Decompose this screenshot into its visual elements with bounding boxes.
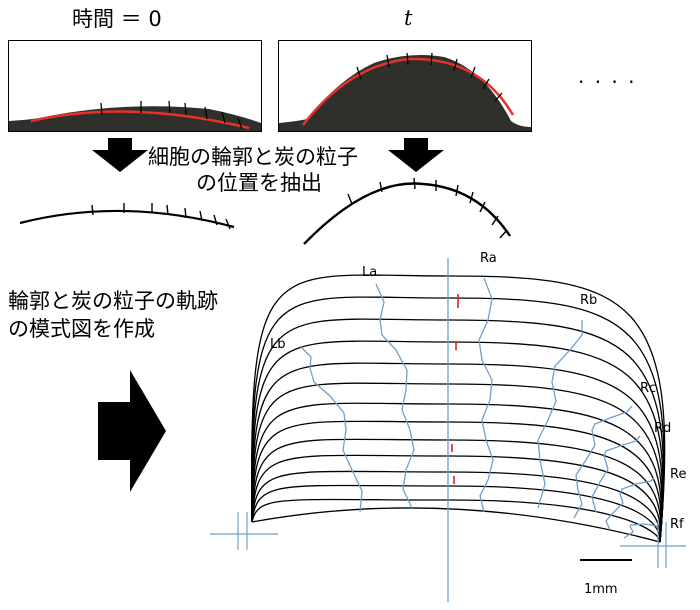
extracted-contour-time-zero <box>19 203 235 230</box>
trajectory-label: La <box>362 265 377 280</box>
photo-time-zero <box>8 40 262 132</box>
contour-line <box>251 296 665 543</box>
particle-trajectory <box>623 523 659 539</box>
photo-time-t <box>278 40 532 132</box>
contour-line <box>251 402 663 543</box>
particle-marks <box>356 52 503 102</box>
contour-line <box>251 484 661 543</box>
particle-trajectory <box>537 320 583 509</box>
tissue-dome <box>279 55 531 131</box>
particle-trajectories <box>299 277 659 539</box>
particle-trajectory <box>478 277 494 513</box>
contour-line <box>251 340 664 543</box>
contour-line <box>251 454 662 543</box>
ellipsis-text: · · · · <box>578 70 637 94</box>
contour-line <box>250 274 666 543</box>
contour-line-initial <box>251 507 661 543</box>
extract-caption-line2: の位置を抽出 <box>196 171 322 195</box>
tissue-blob <box>9 106 261 131</box>
trajectory-label: Rc <box>640 381 656 396</box>
scale-bar-label: 1mm <box>584 582 618 597</box>
contour-lines <box>250 274 666 543</box>
scale-bar: 1mm <box>580 559 632 597</box>
down-arrow-left <box>92 138 148 172</box>
right-arrow-large <box>98 370 166 492</box>
particle-trajectory <box>573 405 633 519</box>
cell-contour-red <box>302 57 515 126</box>
extract-caption-line1: 細胞の輪郭と炭の粒子 <box>148 144 358 170</box>
particle-trajectory <box>591 435 641 513</box>
photo-time-zero-drawing <box>9 100 261 131</box>
trajectory-label: Ra <box>480 251 497 266</box>
particle-trajectory <box>299 345 363 513</box>
contour-line <box>251 420 662 543</box>
time-t-label: t <box>404 6 413 30</box>
trajectory-label: Rf <box>670 517 684 532</box>
contour-line <box>251 498 661 543</box>
contour-line <box>251 470 661 543</box>
contour-line <box>251 362 664 543</box>
photo-time-t-drawing <box>279 52 531 131</box>
trajectory-label: Re <box>670 467 686 482</box>
particle-marks <box>100 100 243 130</box>
particle-trajectory <box>375 283 415 509</box>
contour-line <box>251 318 665 543</box>
down-arrow-middle <box>388 138 444 172</box>
trajectory-label: Rb <box>580 293 597 308</box>
extracted-contour-time-t <box>303 177 511 245</box>
time-zero-label: 時間 ＝ 0 <box>72 7 162 31</box>
schematic-caption-line2: の模式図を作成 <box>8 317 155 341</box>
contour-line <box>251 438 662 543</box>
trajectory-label: Lb <box>270 337 286 352</box>
trajectory-label: Rd <box>654 421 671 436</box>
particle-trajectory <box>605 477 655 531</box>
cell-contour-red <box>30 110 250 130</box>
contour-line <box>251 382 663 543</box>
schematic-caption-line1: 輪郭と炭の粒子の軌跡 <box>8 289 218 313</box>
endpoint-crosshairs <box>210 512 686 568</box>
red-particle-markers <box>451 294 459 484</box>
